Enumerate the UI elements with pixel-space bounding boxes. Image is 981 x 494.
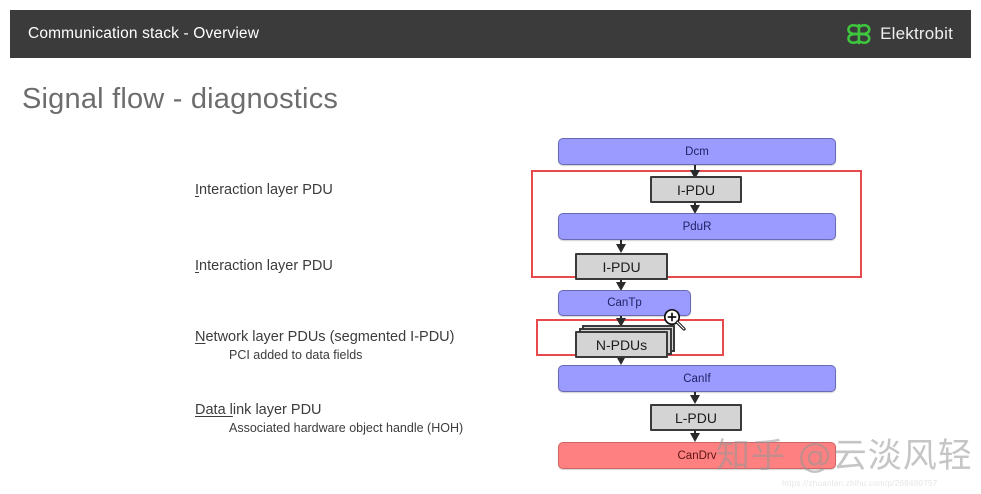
diagram-node-canif[interactable]: CanIf <box>558 365 836 392</box>
diagram-node-npdus[interactable]: N-PDUs <box>575 331 668 358</box>
arrow-pdur-to-ipdu2 <box>616 239 626 253</box>
diagram-node-label: Dcm <box>685 145 709 158</box>
diagram-node-ipdu-upper[interactable]: I-PDU <box>650 176 742 203</box>
annotation-heading: Network layer PDUs (segmented I-PDU) <box>195 328 454 346</box>
watermark-text: 知乎 @云淡风轻 <box>716 436 973 476</box>
annotation-heading-rest: nteraction layer PDU <box>199 182 333 198</box>
arrow-cantp-to-npdus <box>616 315 626 327</box>
annotation-data-link-layer-pdu: Data link layer PDU Associated hardware … <box>195 401 463 437</box>
annotation-interaction-layer-pdu-lower: Interaction layer PDU <box>195 257 333 275</box>
diagram-node-lpdu[interactable]: L-PDU <box>650 404 742 431</box>
diagram-node-npdus-stack-back-1 <box>579 328 672 355</box>
zoom-in-cursor-icon <box>662 307 688 333</box>
annotation-subtext: Associated hardware object handle (HOH) <box>229 421 464 436</box>
diagram-node-label: CanTp <box>607 297 642 309</box>
watermark-url: https://zhuanlan.zhihu.com/p/268480757 <box>782 479 938 488</box>
annotation-heading-underlined: Data l <box>195 402 233 418</box>
diagram-node-label: CanIf <box>683 372 711 385</box>
arrow-canif-to-lpdu <box>690 391 700 404</box>
diagram-node-label: I-PDU <box>676 181 716 198</box>
annotation-heading-underlined: N <box>195 329 206 345</box>
annotation-heading: Data link layer PDU <box>195 401 463 419</box>
page-title: Signal flow - diagnostics <box>22 83 339 115</box>
annotation-heading-rest: etwork layer PDUs (segmented I-PDU) <box>205 329 455 345</box>
annotation-interaction-layer-pdu-upper: Interaction layer PDU <box>195 181 333 199</box>
annotation-heading: Interaction layer PDU <box>195 181 333 199</box>
arrow-npdus-to-canif <box>616 355 626 365</box>
annotation-heading-underlined: I <box>195 258 200 274</box>
diagram-node-ipdu-lower[interactable]: I-PDU <box>575 253 668 280</box>
arrow-ipdu1-to-pdur <box>690 202 700 214</box>
diagram-node-label: CanDrv <box>677 449 717 462</box>
diagram-node-label: N-PDUs <box>595 336 648 353</box>
annotation-heading: Interaction layer PDU <box>195 257 333 275</box>
annotation-network-layer-pdus: Network layer PDUs (segmented I-PDU) PCI… <box>195 328 454 364</box>
highlight-rect-network-layer <box>536 319 724 356</box>
diagram-node-label: I-PDU <box>602 258 641 275</box>
highlight-rect-interaction-layer <box>531 170 862 278</box>
annotation-heading-underlined: I <box>195 182 200 198</box>
annotation-heading-rest: nteraction layer PDU <box>199 258 333 274</box>
brand-name: Elektrobit <box>880 24 953 43</box>
arrow-dcm-to-ipdu1 <box>690 165 700 179</box>
diagram-node-label: L-PDU <box>674 409 717 426</box>
diagram-node-label: PduR <box>682 220 712 233</box>
elektrobit-logo-icon <box>846 23 872 45</box>
header-title: Communication stack - Overview <box>28 25 260 42</box>
arrow-ipdu2-to-cantp <box>616 279 626 291</box>
diagram-node-dcm[interactable]: Dcm <box>558 138 836 165</box>
diagram-node-pdur[interactable]: PduR <box>558 213 836 240</box>
arrow-lpdu-to-candrv <box>690 431 700 442</box>
annotation-subtext: PCI added to data fields <box>229 348 363 363</box>
brand-logo: Elektrobit <box>846 23 953 45</box>
annotation-heading-rest: ink layer PDU <box>232 402 322 418</box>
header-bar: Communication stack - Overview Elektrobi… <box>10 10 971 58</box>
